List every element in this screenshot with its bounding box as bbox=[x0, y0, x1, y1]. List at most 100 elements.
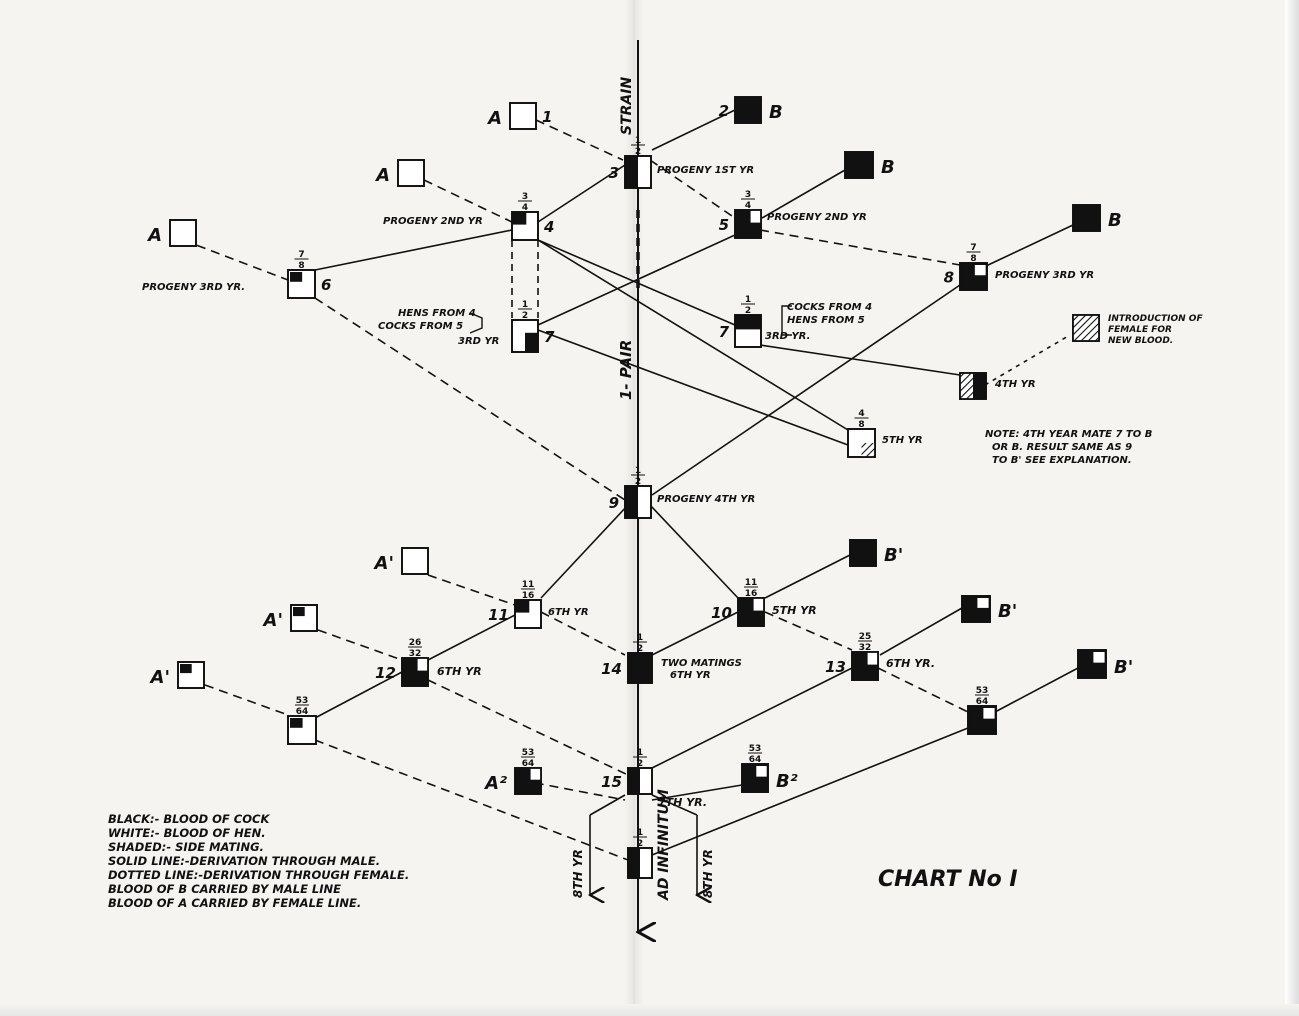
chart-title: CHART No I bbox=[878, 867, 1018, 892]
frac-denominator: 4 bbox=[745, 201, 751, 211]
node-fill bbox=[845, 152, 873, 178]
label-progeny-4: PROGENY 4TH YR bbox=[657, 494, 755, 505]
frac-numerator: 26 bbox=[409, 638, 422, 648]
label-yr6-right: 6TH YR. bbox=[886, 657, 935, 670]
frac-denominator: 16 bbox=[522, 591, 535, 601]
node-fill-gap bbox=[530, 768, 541, 780]
label-progeny-2-left: PROGENY 2ND YR bbox=[383, 216, 483, 227]
edge-7L-y5 bbox=[537, 329, 849, 446]
node-fill bbox=[735, 97, 761, 123]
edge-15-drop-left bbox=[589, 794, 626, 816]
frac-denominator: 2 bbox=[635, 477, 641, 487]
frac-denominator: 64 bbox=[749, 755, 762, 765]
node-Ap2: A' bbox=[262, 604, 318, 632]
node-outline bbox=[169, 219, 197, 247]
node-letter: A² bbox=[483, 773, 507, 794]
node-letter: A' bbox=[262, 610, 283, 631]
edge-3-4 bbox=[537, 164, 626, 223]
node-fill-gap bbox=[974, 265, 986, 276]
node-outline bbox=[734, 96, 762, 124]
label-yr8-right: 8TH YR bbox=[701, 849, 715, 898]
node-outline bbox=[847, 428, 876, 458]
node-fill-gap bbox=[1093, 652, 1105, 663]
node-outline bbox=[511, 211, 539, 241]
frac-numerator: 1 bbox=[637, 633, 643, 643]
node-outline bbox=[514, 767, 542, 795]
frac-denominator: 2 bbox=[637, 644, 643, 654]
node-outline bbox=[1077, 649, 1107, 679]
legend-line-3: SHADED:- SIDE MATING. bbox=[108, 840, 264, 854]
node-letter: B bbox=[1108, 210, 1122, 231]
legend-line-1: BLACK:- BLOOD OF COCK bbox=[108, 812, 270, 826]
frac-denominator: 2 bbox=[635, 147, 641, 157]
node-fill-gap bbox=[977, 598, 989, 608]
node-n9: 912 bbox=[609, 466, 652, 519]
edge-7R-y4 bbox=[759, 344, 961, 376]
frac-numerator: 11 bbox=[745, 578, 758, 588]
page-edge-right bbox=[1285, 0, 1299, 1016]
edge-53R-16 bbox=[651, 727, 969, 856]
node-letter: A' bbox=[373, 553, 394, 574]
bracket-right bbox=[781, 305, 792, 336]
node-number: 13 bbox=[825, 658, 846, 676]
label-progeny-1: PROGENY 1ST YR bbox=[657, 165, 754, 176]
node-outline bbox=[509, 102, 537, 130]
node-number: 11 bbox=[488, 606, 509, 624]
node-box bbox=[401, 547, 429, 575]
edge-a2-4 bbox=[423, 179, 513, 223]
node-outline bbox=[401, 657, 429, 687]
node-outline bbox=[959, 262, 988, 291]
bracket-left bbox=[469, 312, 483, 334]
edge-11-14 bbox=[540, 611, 626, 656]
node-outline bbox=[287, 715, 317, 745]
frac-numerator: 11 bbox=[522, 580, 535, 590]
node-number: 6 bbox=[321, 276, 331, 294]
node-n7R: 712 bbox=[719, 295, 762, 348]
node-number: 3 bbox=[609, 164, 619, 182]
node-outline bbox=[844, 151, 874, 179]
node-outline bbox=[514, 599, 542, 629]
frac-numerator: 1 bbox=[635, 466, 641, 476]
node-Bp3: B' bbox=[1077, 649, 1133, 679]
node-letter: B² bbox=[776, 771, 798, 792]
node-number: 8 bbox=[944, 269, 954, 287]
label-note-2: OR B. RESULT SAME AS 9 bbox=[992, 442, 1132, 453]
node-outline bbox=[624, 155, 652, 189]
node-fill bbox=[861, 443, 875, 457]
node-letter: A' bbox=[149, 667, 170, 688]
node-fill bbox=[625, 486, 638, 518]
node-n5: 534 bbox=[719, 190, 762, 239]
node-outline bbox=[959, 372, 987, 400]
edge-ap1-11 bbox=[427, 574, 516, 606]
node-outline bbox=[627, 767, 653, 795]
node-fill bbox=[180, 664, 192, 674]
edge-6-9 bbox=[314, 297, 626, 501]
edge-5-8 bbox=[759, 229, 961, 266]
node-n7L: 712 bbox=[511, 300, 555, 353]
frac-numerator: 53 bbox=[522, 748, 535, 758]
edge-8-9 bbox=[651, 284, 961, 496]
edge-10-13 bbox=[764, 611, 853, 651]
node-intro bbox=[1072, 314, 1100, 342]
frac-numerator: 1 bbox=[635, 136, 641, 146]
node-Bp1: B' bbox=[849, 539, 903, 567]
edge-9-10 bbox=[649, 504, 739, 599]
node-outline bbox=[511, 319, 539, 353]
node-fill bbox=[1073, 315, 1099, 341]
label-note-3: TO B' SEE EXPLANATION. bbox=[992, 455, 1132, 466]
frac-numerator: 1 bbox=[637, 748, 643, 758]
node-Bp2: B' bbox=[961, 595, 1017, 623]
node-fill bbox=[735, 315, 761, 330]
label-yr3-right: 3RD YR. bbox=[765, 331, 810, 342]
node-Ap3: A' bbox=[149, 661, 205, 689]
label-pair: 1- PAIR bbox=[617, 340, 635, 400]
node-fill bbox=[290, 718, 303, 728]
label-yr5-right: 5TH YR bbox=[772, 604, 817, 617]
node-letter: B' bbox=[884, 545, 903, 566]
edge-bp1-10 bbox=[764, 554, 851, 599]
